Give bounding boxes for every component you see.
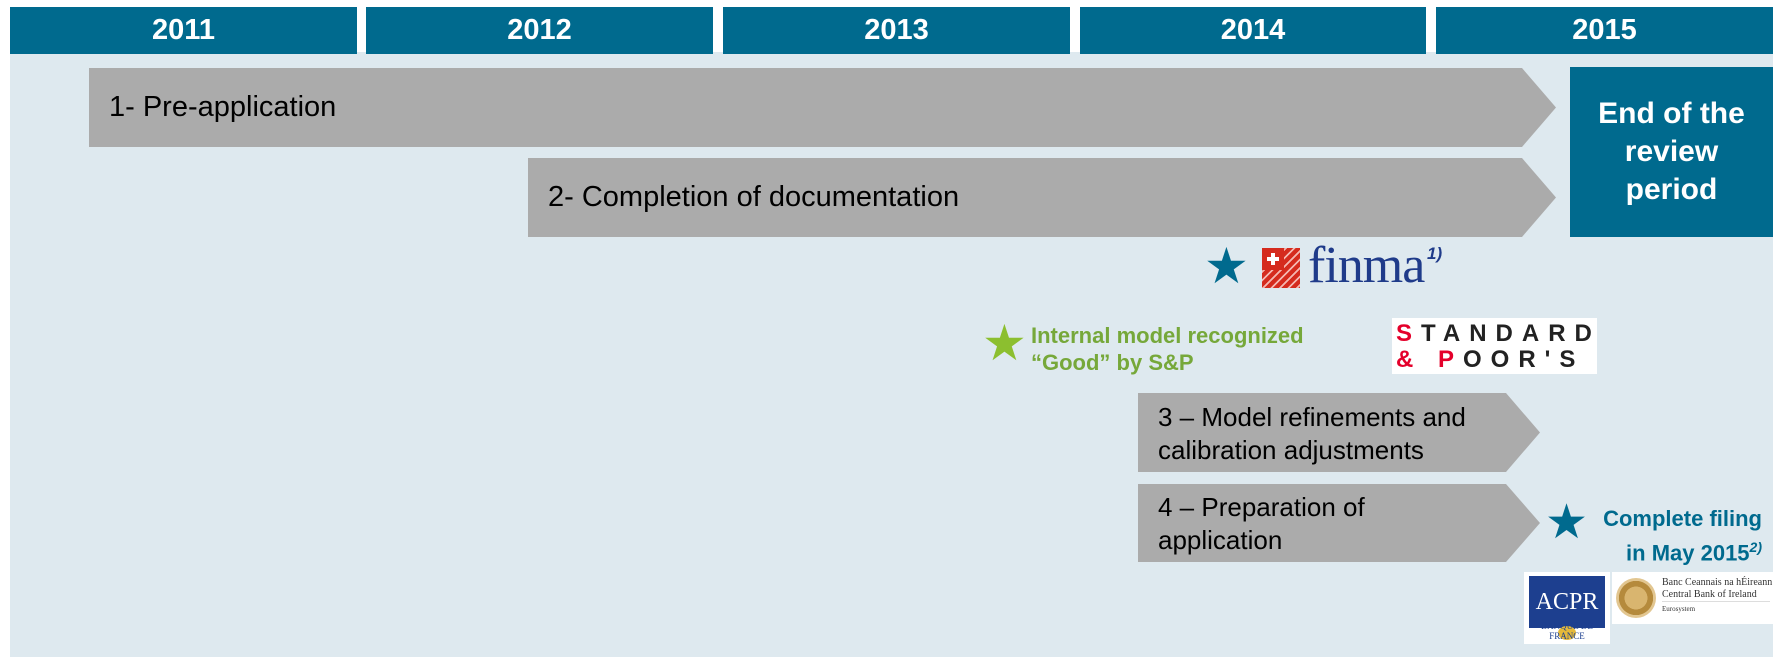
year-header-2015: 2015 xyxy=(1436,7,1773,54)
cbi-logo-line3: Eurosystem xyxy=(1662,605,1696,613)
finma-logo: finma xyxy=(1308,237,1425,294)
year-header-2013: 2013 xyxy=(723,7,1070,54)
filing-line2: in May 2015 xyxy=(1626,540,1750,566)
filing-line1: Complete filing xyxy=(1603,506,1762,531)
phase-label: 3 – Model refinements and calibration ad… xyxy=(1158,401,1466,465)
end-of-review-box: End of the review period xyxy=(1570,67,1773,237)
year-header-2011: 2011 xyxy=(10,7,357,54)
standard-and-poors-logo: STANDARD & POOR'S xyxy=(1392,318,1597,374)
phase-label: 4 – Preparation of application xyxy=(1158,492,1365,555)
phase-arrow-model-refinements: 3 – Model refinements and calibration ad… xyxy=(1138,393,1540,472)
sp-milestone-text: Internal model recognized “Good” by S&P xyxy=(1031,322,1304,376)
phase-arrow-documentation: 2- Completion of documentation xyxy=(528,158,1556,237)
acpr-logo-title: ACPR xyxy=(1529,576,1605,628)
sp-text-line1: Internal model recognized xyxy=(1031,323,1304,348)
complete-filing-text: Complete filing in May 20152) xyxy=(1582,505,1762,567)
cbi-logo-line2: Central Bank of Ireland xyxy=(1662,589,1757,600)
year-header-2012: 2012 xyxy=(366,7,713,54)
sp-text-line2: “Good” by S&P xyxy=(1031,350,1194,375)
star-icon: ★ xyxy=(1204,237,1249,295)
cbi-logo-line1: Banc Ceannais na hÉireann xyxy=(1662,577,1773,588)
finma-footnote: 1) xyxy=(1427,244,1443,263)
acpr-logo: ACPR BANQUE DE FRANCE xyxy=(1524,572,1610,644)
acpr-emblem-icon xyxy=(1558,626,1576,640)
phase-label: 1- Pre-application xyxy=(109,91,337,123)
star-icon: ★ xyxy=(1545,494,1589,550)
phase-label: 2- Completion of documentation xyxy=(548,181,960,213)
sp-logo-text: OOR'S xyxy=(1463,346,1585,373)
cbi-seal-icon xyxy=(1616,578,1656,618)
sp-logo-red: S xyxy=(1396,320,1422,347)
end-of-review-label: End of the review period xyxy=(1598,97,1745,206)
year-header-2014: 2014 xyxy=(1080,7,1426,54)
phase-arrow-pre-application: 1- Pre-application xyxy=(89,68,1556,147)
filing-footnote: 2) xyxy=(1749,539,1762,555)
sp-logo-red: & P xyxy=(1396,346,1464,373)
finma-flag-icon xyxy=(1262,248,1300,288)
star-icon: ★ xyxy=(982,314,1027,372)
cbi-divider xyxy=(1662,601,1770,602)
acpr-logo-subtitle: BANQUE DE FRANCE xyxy=(1541,621,1593,641)
phase-arrow-preparation: 4 – Preparation of application xyxy=(1138,484,1540,562)
central-bank-of-ireland-logo: Banc Ceannais na hÉireann Central Bank o… xyxy=(1612,572,1773,624)
sp-logo-text: TANDARD xyxy=(1421,320,1601,347)
